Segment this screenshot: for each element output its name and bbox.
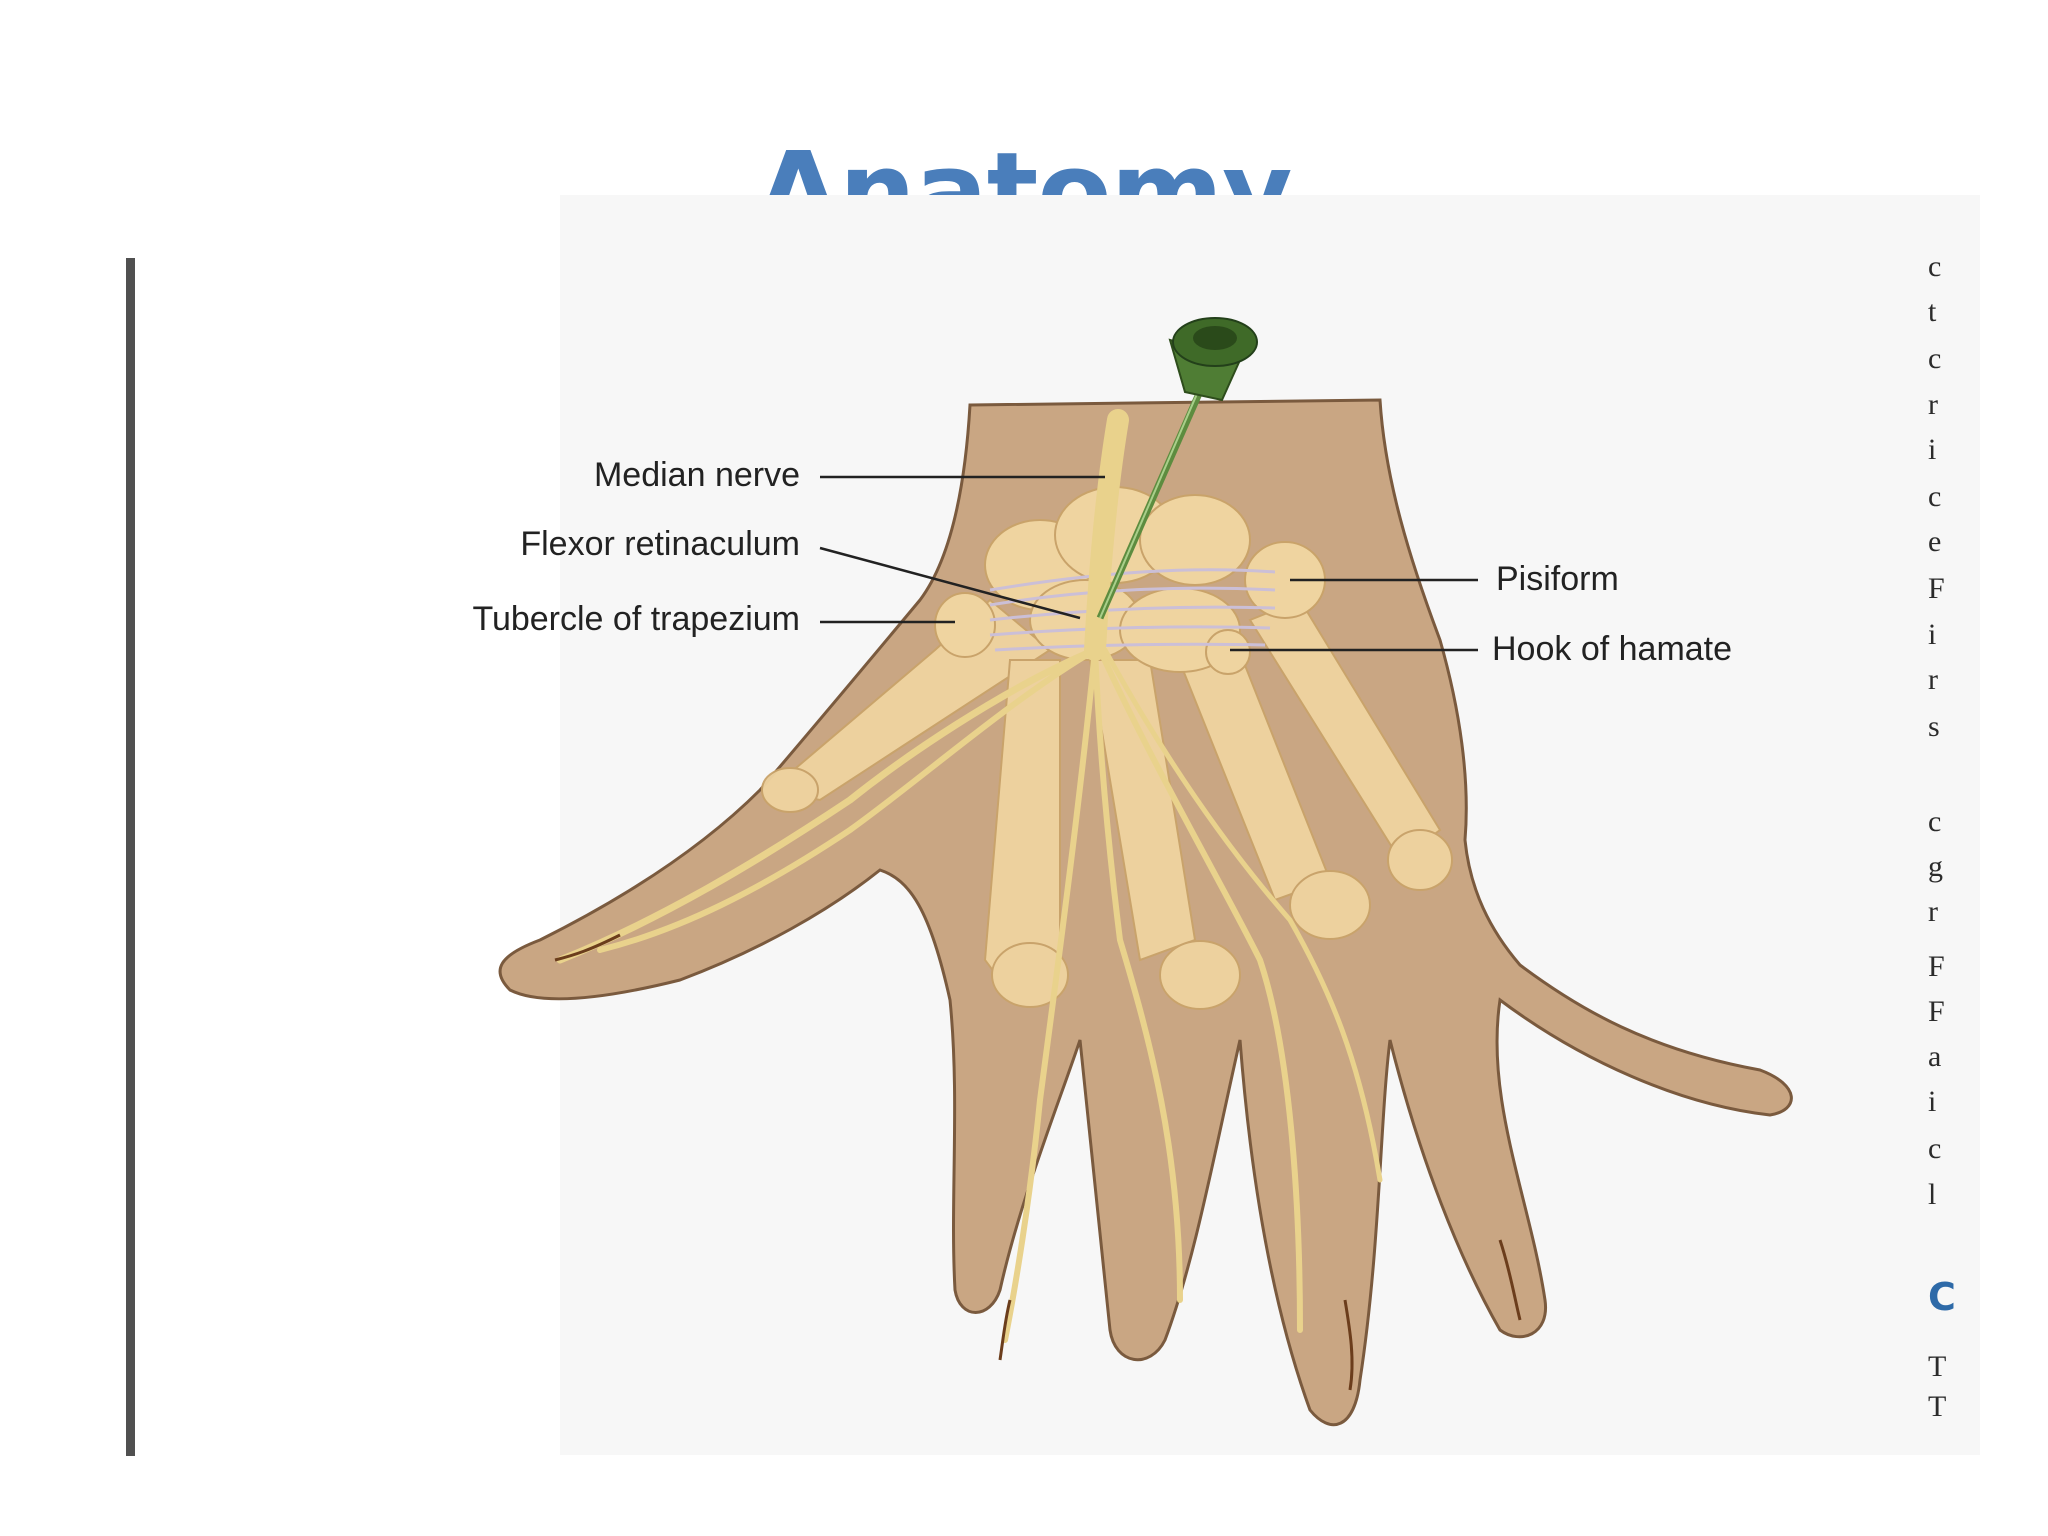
median-nerve-branches [556, 409, 1383, 1343]
carpal-bone-3 [1139, 494, 1251, 586]
trapezium-tubercle-bone [934, 592, 996, 658]
side-letter: c [1928, 1132, 1942, 1165]
side-letter: F [1928, 995, 1945, 1028]
side-letter: i [1928, 1085, 1937, 1118]
index-metacarpal-head [991, 942, 1069, 1008]
label-flexor-retinaculum: Flexor retinaculum [520, 525, 800, 563]
flexor-retinaculum-band [989, 568, 1276, 652]
side-letter: c [1928, 250, 1942, 283]
side-letter: c [1928, 480, 1942, 513]
leader-lines [819, 475, 1478, 652]
digital-nerve-tips [554, 933, 1522, 1391]
side-letter: t [1928, 295, 1937, 328]
side-letter: l [1928, 1178, 1937, 1211]
label-pisiform: Pisiform [1496, 560, 1619, 598]
label-median-nerve: Median nerve [594, 456, 800, 494]
middle-metacarpal-head [1159, 940, 1241, 1010]
side-letter: C [1928, 1275, 1956, 1319]
side-letter: T [1928, 1390, 1947, 1423]
side-letter: g [1928, 850, 1943, 883]
side-letter: F [1928, 950, 1945, 983]
label-hook-of-hamate: Hook of hamate [1492, 630, 1732, 668]
side-letter: T [1928, 1350, 1947, 1383]
side-letter: i [1928, 618, 1937, 651]
side-letter: F [1928, 572, 1945, 605]
side-letter: a [1928, 1040, 1942, 1073]
side-letter: s [1928, 710, 1940, 743]
side-letter: r [1928, 895, 1938, 928]
side-letter: c [1928, 805, 1942, 838]
ring-metacarpal-head [1289, 870, 1371, 940]
side-letter: r [1928, 663, 1938, 696]
side-letter: e [1928, 525, 1942, 558]
thumb-phalanx-head [761, 767, 819, 813]
label-tubercle-of-trapezium: Tubercle of trapezium [472, 600, 800, 638]
left-divider-rule [126, 258, 135, 1456]
side-letter: c [1928, 342, 1942, 375]
side-letter: i [1928, 433, 1937, 466]
median-nerve-trunk [1084, 409, 1129, 661]
little-metacarpal-head [1387, 829, 1453, 891]
middle-metacarpal [1088, 659, 1197, 962]
side-letter: r [1928, 388, 1938, 421]
hook-of-hamate-bone [1205, 629, 1251, 675]
injection-needle [1096, 317, 1258, 620]
leader-flexor-retinaculum [819, 546, 1081, 620]
